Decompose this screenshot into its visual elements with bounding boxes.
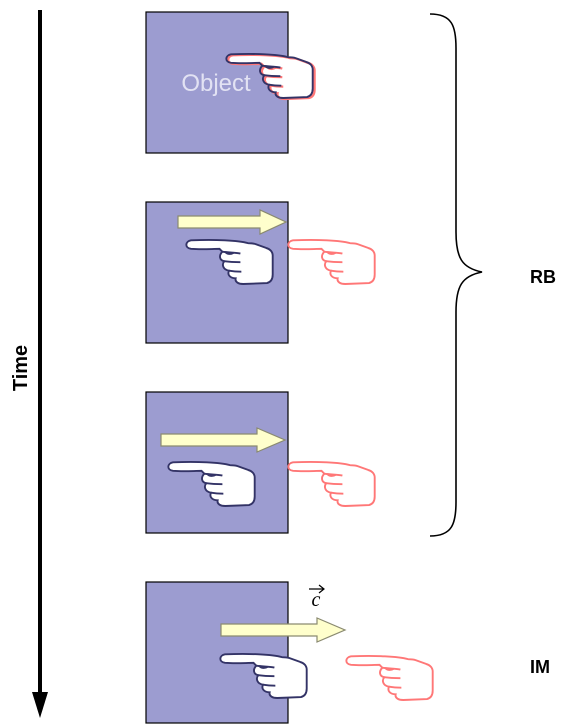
frame-2 [145, 201, 376, 344]
curly-bracket [429, 13, 483, 537]
hand-ghost-icon [345, 654, 434, 701]
frame-4: c [145, 581, 434, 724]
frame-3 [145, 391, 376, 534]
bottom-label: IM [530, 657, 550, 677]
time-label: Time [10, 345, 32, 391]
vector-arrow-icon [309, 584, 325, 594]
force-arrow [160, 427, 287, 453]
bracket-label: RB [530, 267, 556, 287]
hand-ghost-icon [287, 460, 376, 507]
frame-1: Object [145, 11, 316, 154]
velocity-arrow [220, 617, 347, 643]
time-arrowhead [32, 692, 48, 718]
object-label: Object [181, 70, 251, 97]
object-box [145, 581, 289, 724]
hand-ghost-icon [287, 238, 376, 285]
force-arrow [177, 209, 288, 235]
vector-label: c [312, 589, 321, 611]
time-axis: Time [10, 10, 48, 718]
